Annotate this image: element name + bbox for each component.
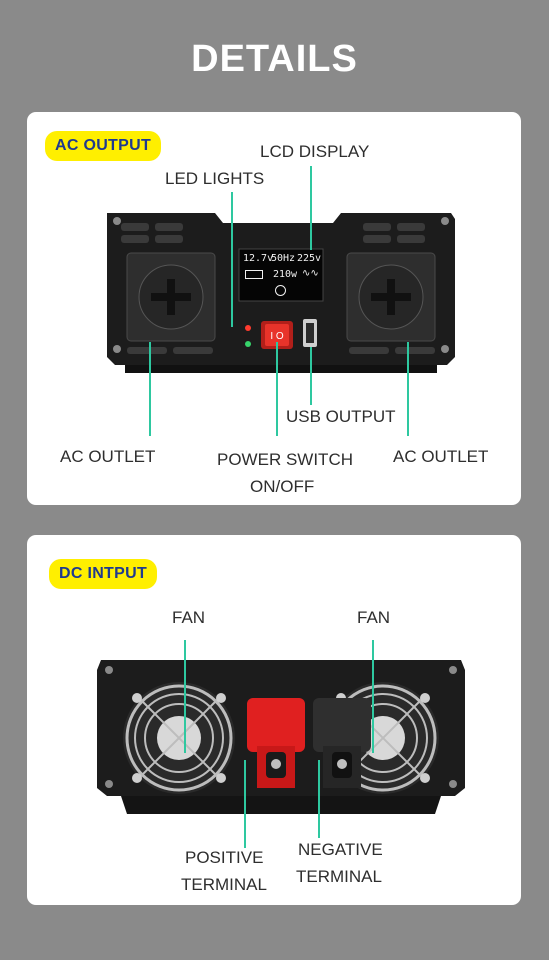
dc-input-panel: DC INTPUT FAN FAN xyxy=(27,535,521,905)
led-lights-leader xyxy=(231,192,233,327)
power-switch-leader xyxy=(276,342,278,436)
fan-right-leader xyxy=(372,640,374,753)
power-switch-label-line1: POWER SWITCH xyxy=(217,450,353,469)
ac-output-badge: AC OUTPUT xyxy=(45,131,162,161)
battery-icon xyxy=(245,270,263,279)
lcd-display-label: LCD DISPLAY xyxy=(260,142,370,161)
wave-icon: ∿∿ xyxy=(302,268,319,279)
lcd-power: 210w xyxy=(273,269,298,280)
positive-terminal-label-line1: POSITIVE xyxy=(185,848,264,867)
fan-left-leader xyxy=(184,640,186,753)
ac-outlet-right-leader xyxy=(407,342,409,436)
positive-terminal-leader xyxy=(244,760,246,848)
led-lights-label: LED LIGHTS xyxy=(165,169,265,188)
ac-output-panel: AC OUTPUT LCD DISPLAY LED LIGHTS xyxy=(27,112,521,505)
negative-terminal-label-line2: TERMINAL xyxy=(296,867,382,886)
dc-input-badge: DC INTPUT xyxy=(49,559,158,589)
ac-outlet-right-label: AC OUTLET xyxy=(393,447,489,466)
usb-output-leader xyxy=(310,347,312,405)
page-title: DETAILS xyxy=(191,38,358,80)
negative-terminal-label-line1: NEGATIVE xyxy=(298,840,383,859)
ac-outlet-left-leader xyxy=(149,342,151,436)
usb-output-label: USB OUTPUT xyxy=(286,407,396,426)
negative-terminal-leader xyxy=(318,760,320,838)
fan-left-label: FAN xyxy=(172,608,206,627)
inverter-back-image xyxy=(97,660,465,814)
lcd-input-voltage: 12.7v xyxy=(243,253,274,264)
fan-status-icon xyxy=(275,285,286,296)
power-switch-label-line2: ON/OFF xyxy=(250,477,315,496)
fan-right-label: FAN xyxy=(357,608,391,627)
lcd-screen: 12.7v 50Hz 225v 210w ∿∿ xyxy=(239,249,323,301)
lcd-output-voltage: 225v xyxy=(297,253,322,264)
positive-terminal-label-line2: TERMINAL xyxy=(181,875,267,894)
ac-outlet-left-label: AC OUTLET xyxy=(60,447,156,466)
lcd-display-leader xyxy=(310,166,312,250)
svg-text:I O: I O xyxy=(270,331,284,342)
lcd-frequency: 50Hz xyxy=(271,253,296,264)
